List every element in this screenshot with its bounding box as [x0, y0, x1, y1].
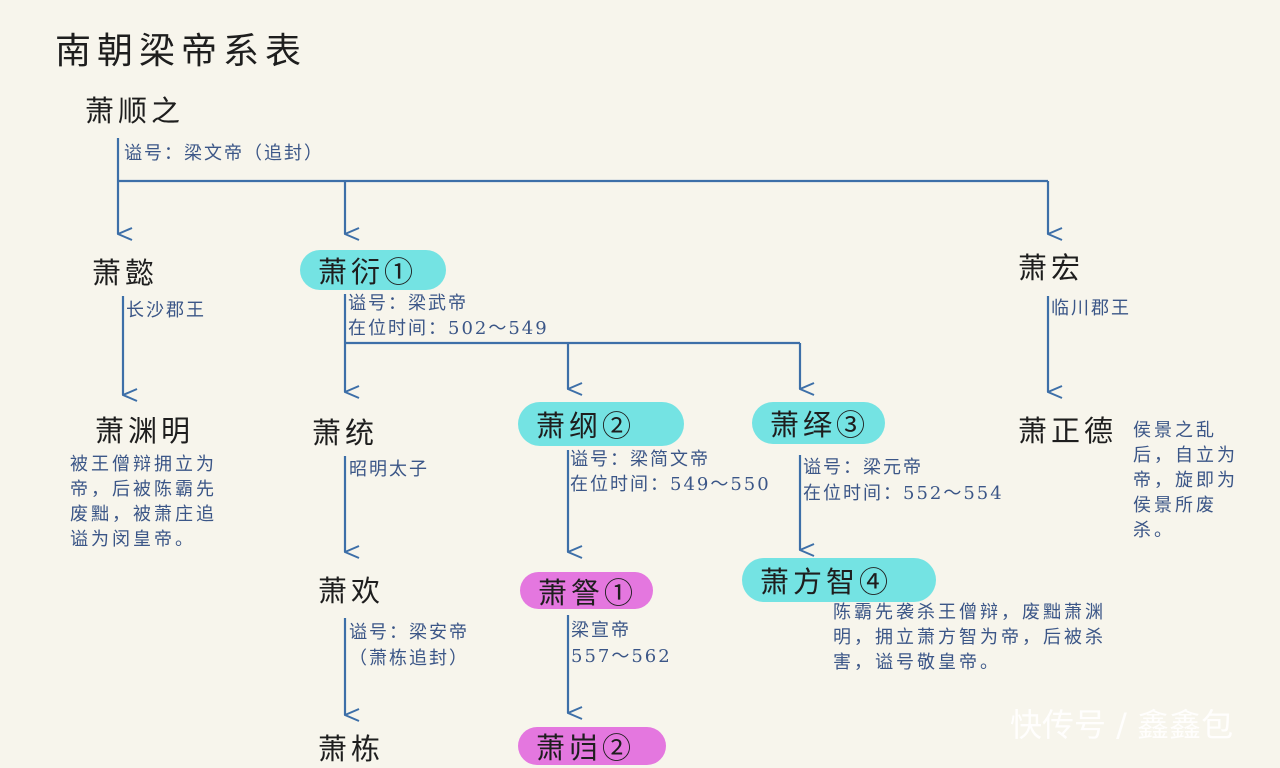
node-xiao-zhengde: 萧正德: [1018, 414, 1118, 448]
note-xiao-hong: 临川郡王: [1051, 298, 1131, 319]
node-xiao-yuanming: 萧渊明: [95, 414, 195, 448]
node-xiao-dong: 萧栋: [318, 732, 385, 766]
note-xiao-huan-posthumous: 谥号：梁安帝: [349, 622, 469, 643]
node-xiao-yi: 萧懿: [92, 256, 159, 290]
desc-xiao-fangzhi: 陈霸先袭杀王僧辩，废黜萧渊明，拥立萧方智为帝，后被杀害，谥号敬皇帝。: [833, 602, 1106, 673]
node-xiao-kui: 萧岿②: [518, 727, 666, 765]
page-title: 南朝梁帝系表: [55, 31, 308, 72]
note-xiao-yi2-posthumous: 谥号：梁元帝: [803, 457, 923, 478]
node-xiao-gang: 萧纲②: [518, 402, 684, 446]
node-xiao-gang-label: 萧纲②: [536, 409, 636, 443]
watermark: 快传号 / 鑫鑫包: [1010, 706, 1234, 744]
node-xiao-huan: 萧欢: [318, 574, 385, 608]
note-xiao-yan-posthumous: 谥号：梁武帝: [348, 293, 468, 314]
note-xiao-yi2-reign: 在位时间：552～554: [803, 483, 1004, 504]
node-xiao-yan: 萧衍①: [300, 250, 446, 290]
note-xiao-cha-reign: 557～562: [571, 646, 672, 667]
node-xiao-fangzhi: 萧方智④: [742, 558, 936, 602]
desc-xiao-yuanming: 被王僧辩拥立为帝，后被陈霸先废黜，被萧庄追谥为闵皇帝。: [70, 454, 217, 550]
node-xiao-fangzhi-label: 萧方智④: [760, 565, 893, 599]
node-xiao-cha: 萧詧①: [520, 572, 653, 610]
desc-xiao-zhengde: 侯景之乱后，自立为帝，旋即为侯景所废杀。: [1133, 420, 1238, 541]
node-xiao-yi2-label: 萧绎③: [770, 408, 870, 442]
connector-arrows: [116, 138, 1280, 745]
node-xiao-yan-label: 萧衍①: [318, 255, 418, 289]
note-xiao-huan-conferred: （萧栋追封）: [349, 648, 469, 669]
note-xiao-gang-reign: 在位时间：549～550: [570, 474, 771, 495]
note-xiao-yi: 长沙郡王: [126, 300, 206, 321]
node-xiao-kui-label: 萧岿②: [536, 731, 636, 765]
note-xiao-shunzhi: 谥号：梁文帝（追封）: [124, 143, 324, 164]
node-xiao-tong: 萧统: [312, 416, 379, 450]
note-xiao-cha-title: 梁宣帝: [571, 620, 631, 641]
node-xiao-hong: 萧宏: [1018, 251, 1085, 285]
note-xiao-gang-posthumous: 谥号：梁简文帝: [570, 449, 710, 470]
note-xiao-yan-reign: 在位时间：502～549: [348, 318, 549, 339]
node-xiao-yi2: 萧绎③: [752, 402, 885, 444]
node-xiao-shunzhi: 萧顺之: [85, 94, 185, 128]
node-xiao-cha-label: 萧詧①: [538, 575, 638, 610]
note-xiao-tong: 昭明太子: [349, 459, 429, 480]
